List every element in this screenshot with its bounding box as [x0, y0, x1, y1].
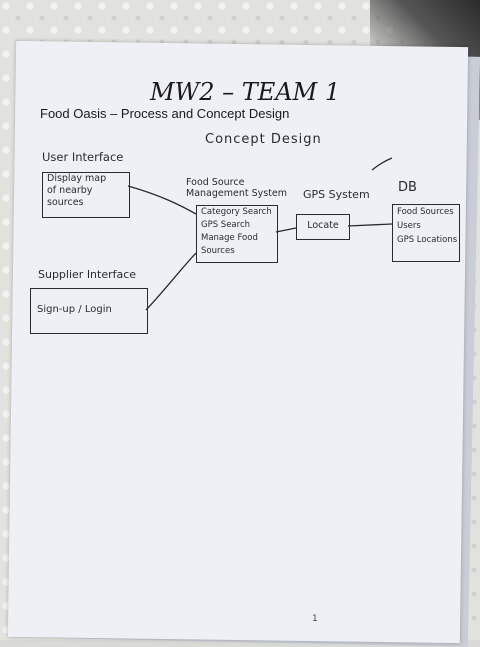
sheet-subtitle: Food Oasis – Process and Concept Design: [40, 106, 290, 121]
fs-line-3: Manage Food Sources: [201, 233, 258, 256]
food-source-box: Category Search GPS Search Manage Food S…: [196, 205, 278, 263]
ui-line-1: Display map: [47, 173, 107, 184]
gps-system-label: GPS System: [303, 188, 370, 201]
food-source-label: Food Source Management System: [186, 177, 288, 199]
connector-ui-to-fs: [127, 185, 197, 215]
fs-line-2: GPS Search: [201, 220, 251, 230]
db-line-1: Food Sources: [397, 207, 454, 217]
db-box: Food Sources Users GPS Locations: [392, 204, 460, 262]
supplier-line-1: Sign-up / Login: [37, 304, 112, 315]
gps-line-1: Locate: [307, 220, 339, 231]
check-mark: [371, 157, 393, 171]
supplier-interface-label: Supplier Interface: [38, 268, 137, 281]
connector-fs-to-gps: [275, 227, 297, 233]
user-interface-box: Display map of nearby sources: [42, 172, 130, 218]
concept-design-heading: Concept Design: [205, 132, 322, 147]
sheet-title: MW2 – TEAM 1: [150, 78, 341, 106]
user-interface-label: User Interface: [42, 150, 124, 164]
db-label: DB: [398, 180, 417, 195]
ui-line-2: of nearby: [47, 185, 93, 196]
supplier-interface-box: Sign-up / Login: [30, 288, 148, 334]
db-line-2: Users: [397, 221, 421, 231]
fs-line-1: Category Search: [201, 207, 272, 217]
gps-system-box: Locate: [296, 214, 350, 240]
db-line-3: GPS Locations: [397, 235, 458, 245]
connector-supplier-to-fs: [145, 252, 197, 311]
ui-line-3: sources: [47, 197, 84, 208]
connector-gps-to-db: [347, 223, 393, 227]
page-number: 1: [312, 614, 318, 624]
